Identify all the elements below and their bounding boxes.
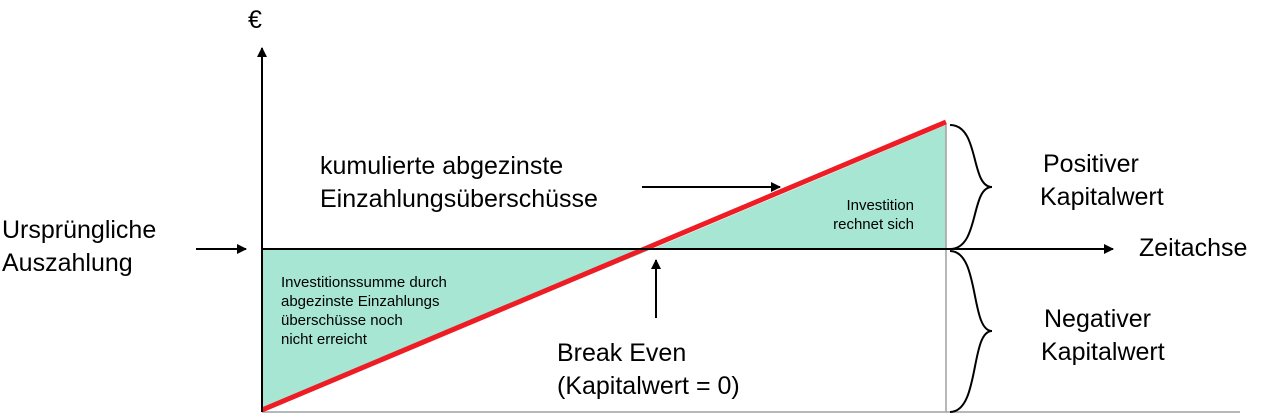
pays-off-line-1: Investition xyxy=(846,197,914,214)
negative-npv-label: Negativer Kapitalwert xyxy=(1041,303,1165,369)
pays-off-label: Investition rechnet sich xyxy=(790,196,914,234)
negative-brace xyxy=(949,250,993,413)
positive-npv-label: Positiver Kapitalwert xyxy=(1040,148,1164,214)
cumulative-flows-line-2: Einzahlungsüberschüsse xyxy=(320,185,598,213)
positive-area xyxy=(650,125,946,250)
pays-off-line-2: rechnet sich xyxy=(833,216,914,233)
cumulative-flows-line-1: kumulierte abgezinste xyxy=(320,152,564,180)
positive-brace xyxy=(949,124,993,250)
negative-npv-line-1: Negativer xyxy=(1044,305,1151,333)
break-even-line-1: Break Even xyxy=(557,339,687,367)
initial-payment-line-2: Auszahlung xyxy=(2,249,133,277)
negative-npv-line-2: Kapitalwert xyxy=(1041,338,1165,366)
positive-npv-line-2: Kapitalwert xyxy=(1040,183,1164,211)
cumulative-cashflow-line xyxy=(261,119,947,413)
initial-payment-line-1: Ursprüngliche xyxy=(2,216,157,244)
break-even-label: Break Even (Kapitalwert = 0) xyxy=(557,337,740,403)
x-axis-label: Zeitachse xyxy=(1139,234,1248,262)
not-reached-line-3: überschüsse noch xyxy=(281,312,403,329)
not-reached-line-1: Investitionssumme durch xyxy=(281,274,447,291)
not-reached-label: Investitionssumme durch abgezinste Einza… xyxy=(281,273,447,349)
positive-npv-line-1: Positiver xyxy=(1043,150,1139,178)
cumulative-flows-label: kumulierte abgezinste Einzahlungsübersch… xyxy=(320,150,598,216)
break-even-line-2: (Kapitalwert = 0) xyxy=(557,372,740,400)
y-axis-label: € xyxy=(248,6,262,34)
not-reached-line-4: nicht erreicht xyxy=(281,331,367,348)
initial-payment-label: Ursprüngliche Auszahlung xyxy=(2,214,156,280)
not-reached-line-2: abgezinste Einzahlungs xyxy=(281,293,440,310)
